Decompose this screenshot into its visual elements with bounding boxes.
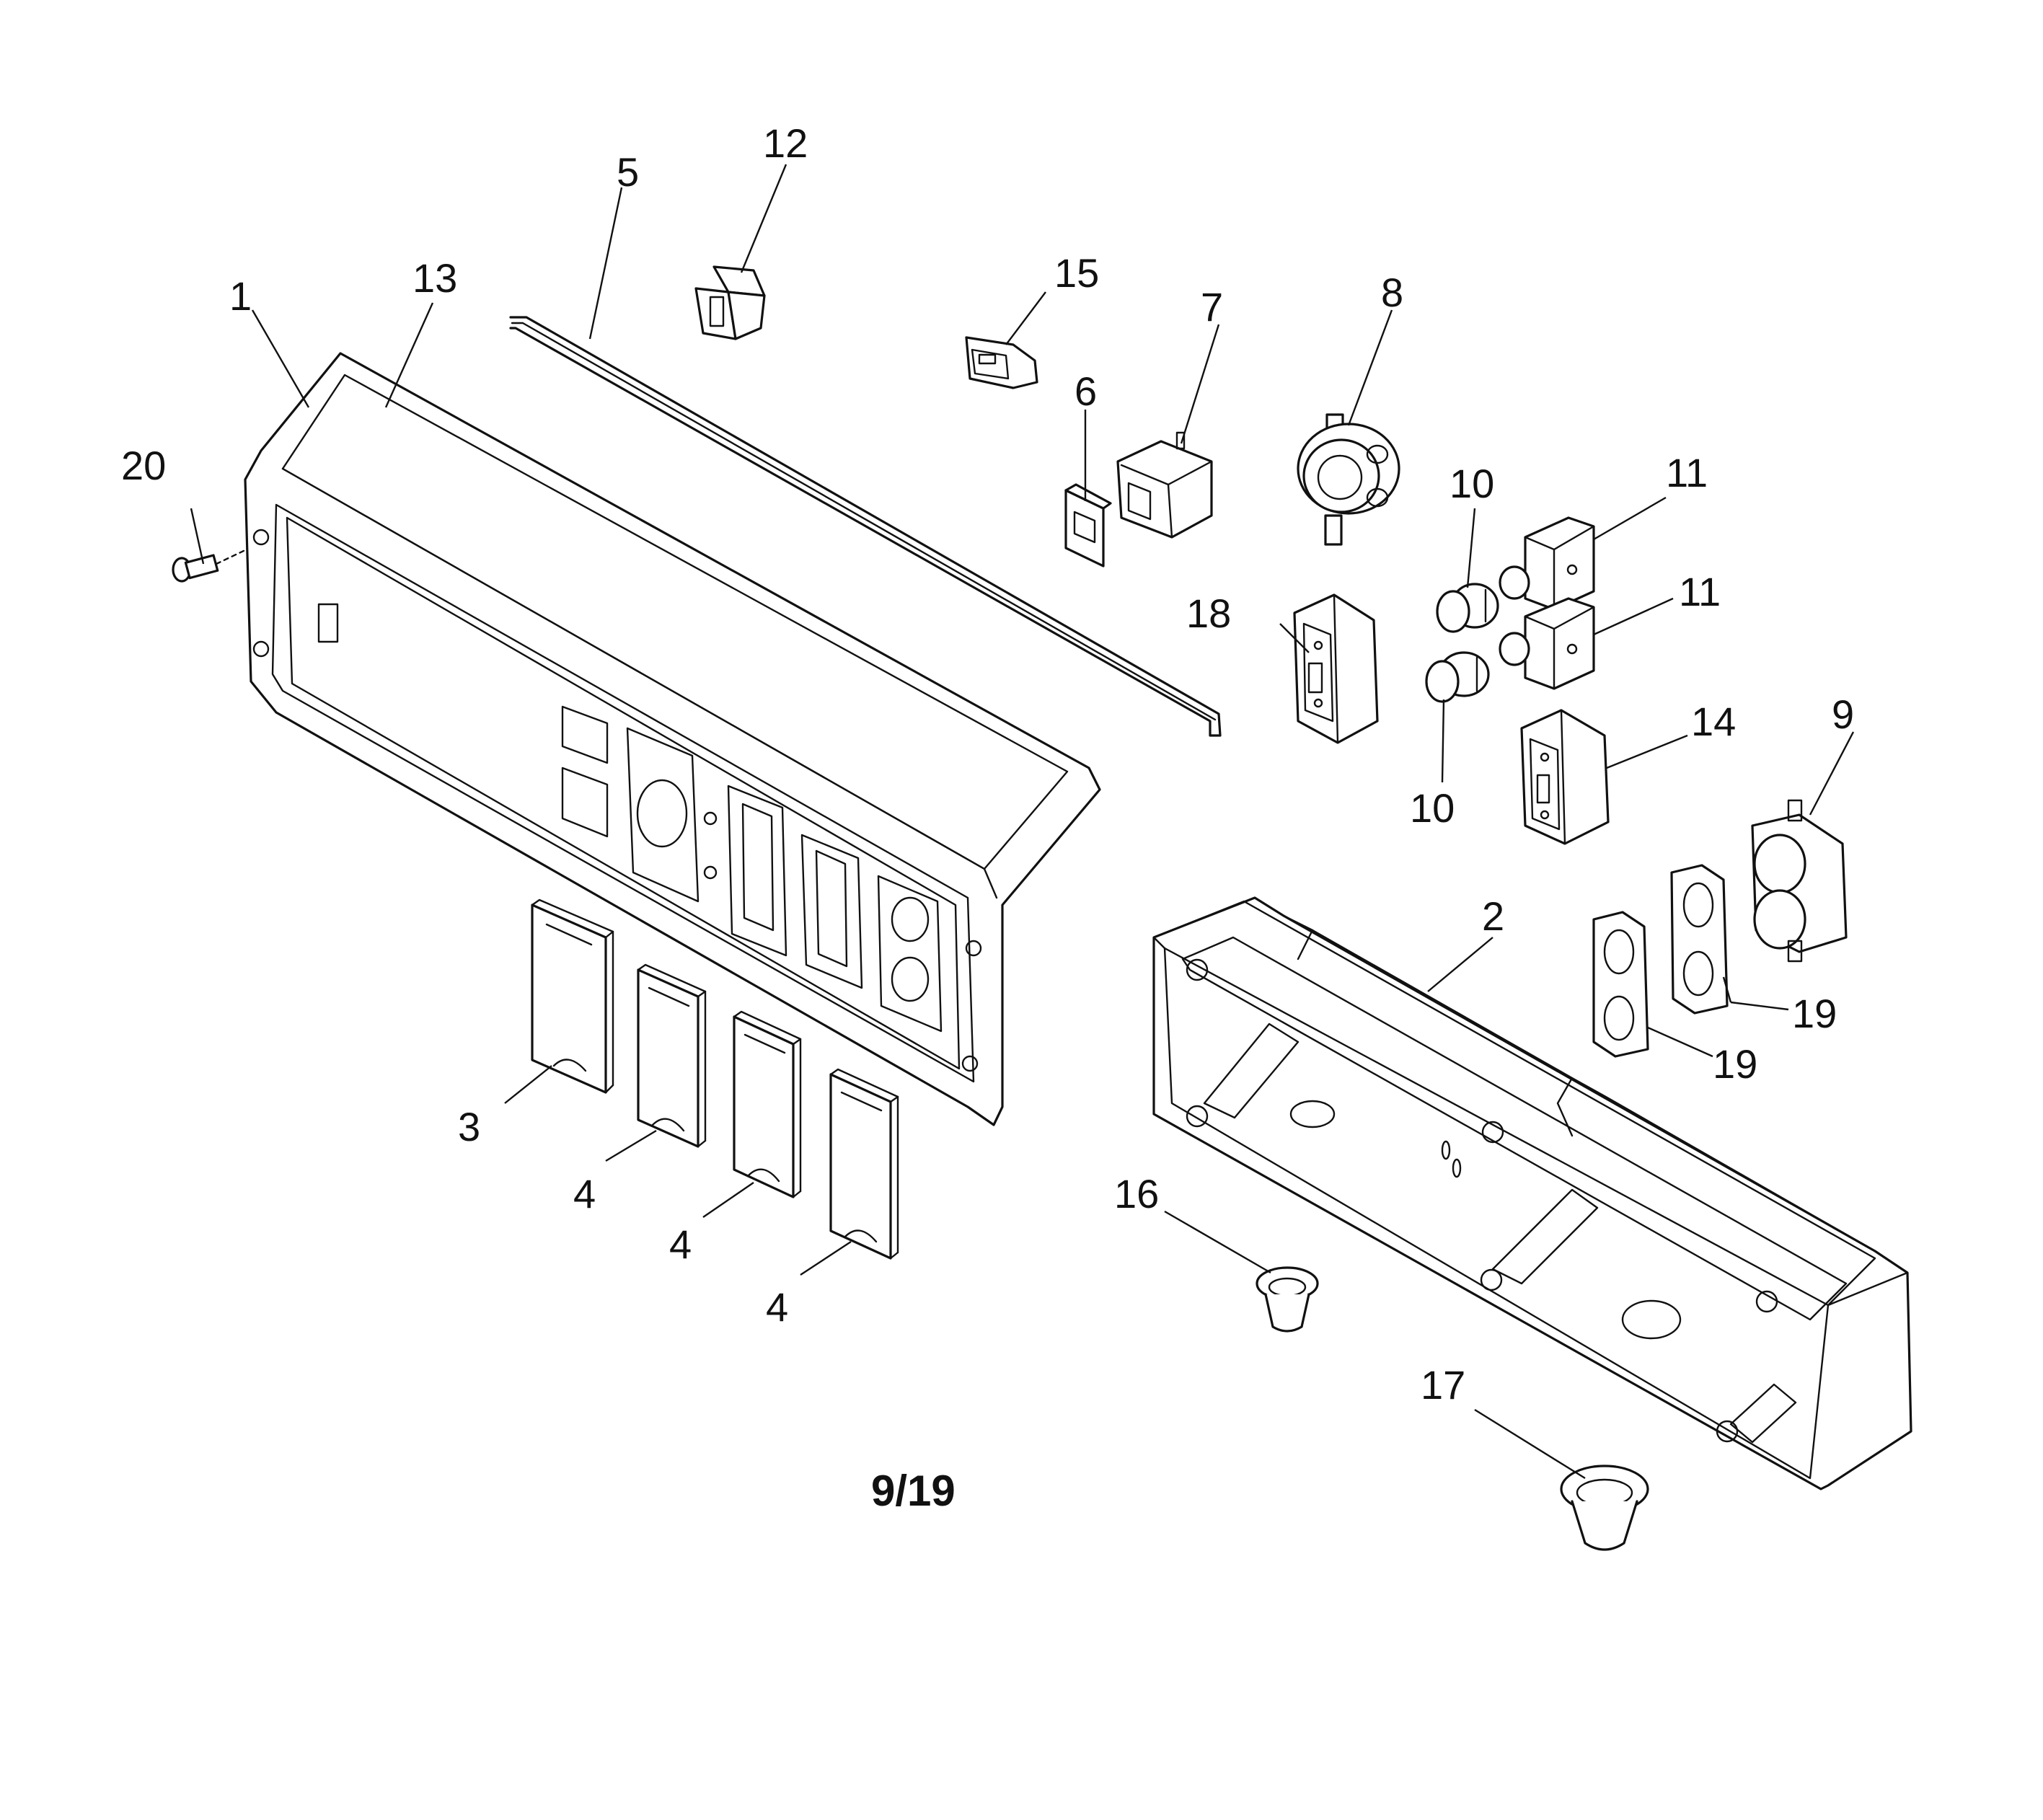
part-4-outlet-cover-a <box>637 963 707 1148</box>
part-11-breaker-top <box>1499 516 1595 611</box>
callout-labels: 1 13 5 12 15 6 7 8 10 11 11 18 10 14 9 1… <box>121 120 1854 1408</box>
part-12-rocker-switch <box>694 265 766 340</box>
page-label: 9/19 <box>871 1467 956 1515</box>
callout-3: 3 <box>458 1104 480 1149</box>
callout-15: 15 <box>1054 250 1099 296</box>
callout-7: 7 <box>1201 284 1223 330</box>
part-1-control-panel <box>244 352 1101 1126</box>
callout-19-upper: 19 <box>1792 991 1837 1036</box>
callout-14: 14 <box>1691 699 1736 744</box>
callout-20: 20 <box>121 443 166 488</box>
callout-8: 8 <box>1381 270 1403 315</box>
leader-lines <box>190 164 1855 1480</box>
part-15-hour-meter <box>965 336 1038 389</box>
callout-13: 13 <box>412 255 457 301</box>
part-19-wall-plate-lower <box>1592 911 1649 1058</box>
part-10-indicator-lamp-top <box>1436 583 1499 633</box>
part-10-indicator-lamp-bottom <box>1425 651 1490 703</box>
callout-10-top: 10 <box>1449 461 1494 506</box>
part-8-twist-lock-receptacle <box>1297 413 1400 546</box>
callout-11-top: 11 <box>1666 450 1708 495</box>
part-4-outlet-cover-c <box>829 1068 899 1260</box>
part-19-wall-plate-upper <box>1670 864 1729 1015</box>
callout-11-bottom: 11 <box>1679 569 1721 614</box>
callout-12: 12 <box>763 120 808 166</box>
callout-5: 5 <box>617 149 639 195</box>
callout-17: 17 <box>1421 1362 1465 1408</box>
part-11-breaker-bottom <box>1499 597 1595 690</box>
part-20-screw <box>172 548 248 583</box>
callout-4-c: 4 <box>766 1284 788 1330</box>
part-16-grommet <box>1256 1266 1319 1333</box>
callout-9: 9 <box>1832 692 1854 737</box>
part-4-outlet-cover-b <box>733 1010 802 1198</box>
part-9-duplex-receptacle <box>1751 799 1848 963</box>
part-14-gfci-outlet <box>1520 709 1610 845</box>
part-6-switch <box>1064 483 1112 567</box>
part-17-grommet <box>1560 1465 1649 1551</box>
callout-19-lower: 19 <box>1713 1041 1757 1087</box>
callout-2: 2 <box>1482 893 1504 939</box>
callout-18: 18 <box>1186 591 1231 636</box>
part-3-outlet-cover <box>531 898 614 1094</box>
callout-4-a: 4 <box>573 1171 596 1216</box>
part-5-rod <box>509 316 1222 737</box>
callout-4-b: 4 <box>669 1222 692 1267</box>
callout-6: 6 <box>1075 368 1097 414</box>
part-2-enclosure-box <box>1152 896 1912 1490</box>
part-18-gfci-outlet <box>1293 593 1379 744</box>
callout-16: 16 <box>1114 1171 1159 1216</box>
callout-10-bottom: 10 <box>1410 785 1455 831</box>
part-7-breaker-switch <box>1116 431 1213 539</box>
callout-1: 1 <box>229 273 252 319</box>
